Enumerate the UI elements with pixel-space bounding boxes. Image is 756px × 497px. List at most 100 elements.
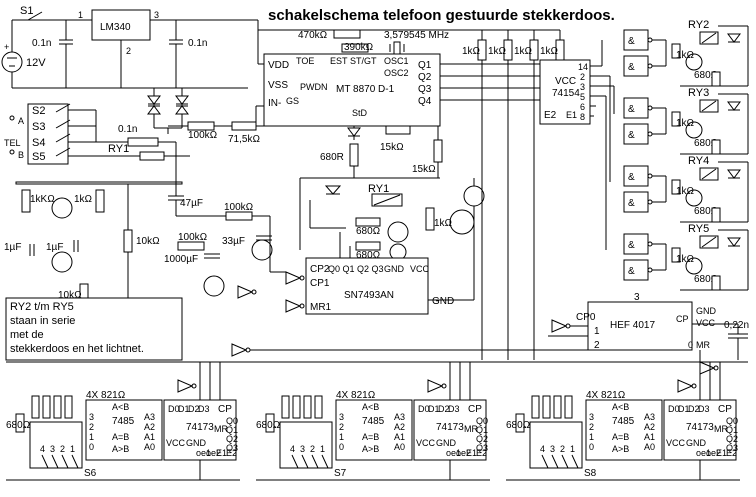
and-gate-label: & [628, 240, 635, 251]
latch-pin-d: D3 [698, 404, 710, 414]
note-line-4: stekkerdoos en het lichtnet. [10, 343, 144, 355]
resistor-680-relay [711, 207, 721, 223]
latch-body [413, 399, 487, 461]
switch-s5-label: S5 [32, 151, 45, 163]
resistor-array-element [314, 395, 323, 419]
resistor-1k-relay [671, 179, 681, 195]
transistor-symbol [387, 221, 409, 243]
mt8870-osc1: OSC1 [384, 56, 409, 66]
resistor-array-element [303, 395, 312, 419]
schematic-title: schakelschema telefoon gestuurde stekker… [268, 7, 615, 24]
hef4017-p2: 2 [594, 340, 600, 351]
resistor-array-element [292, 395, 301, 419]
comparator-pin-a: A0 [394, 442, 405, 452]
relay-label: RY3 [688, 87, 709, 99]
comparator-pin-b: 3 [589, 412, 594, 422]
switch-s3-label: S3 [32, 121, 45, 133]
resistor-680-relay [711, 275, 721, 291]
note-line-1: RY2 t/m RY5 [10, 301, 74, 313]
mt8870-toe: TOE [296, 56, 314, 66]
comparator-out-gt: A>B [112, 444, 129, 454]
pullup-resistors: 1kΩ 1kΩ 1kΩ 1kΩ [462, 30, 565, 360]
relay-label: RY4 [688, 155, 709, 167]
dip-switch-pin: 4 [540, 444, 545, 454]
resistor-10k-osc-label: 10kΩ [58, 290, 82, 301]
relay-ry1-coil-label: RY1 [368, 183, 389, 195]
comparator-label: 7485 [612, 416, 635, 427]
lm340-pin2: 2 [126, 46, 131, 56]
hef4017-gnd: GND [696, 306, 717, 316]
comparator-pin-a: A1 [644, 432, 655, 442]
latch-pin-q: Q2 [476, 434, 488, 444]
resistor-1k-b-label: 1kΩ [514, 46, 532, 57]
lm340-body [91, 9, 151, 41]
ic-74154-pin-5: 5 [580, 92, 585, 102]
comparator-pin-a: A1 [394, 432, 405, 442]
hef4017-o0: 0 [688, 340, 693, 350]
inverter-bubble [713, 365, 719, 371]
dip-switch-lever [541, 454, 549, 469]
regulator-caps: 0.1n 0.1n [32, 20, 207, 88]
resistor-680-relay [711, 71, 721, 87]
mt8870-q4: Q4 [418, 96, 432, 107]
mt8870-vdd: VDD [268, 60, 289, 71]
resistor-680r-label: 680R [320, 152, 344, 163]
resistor-1k-relay [671, 111, 681, 127]
transistor-symbol [685, 257, 703, 275]
mt8870-gs: GS [286, 96, 299, 106]
relay-ry1-coil-mark [373, 194, 401, 206]
relay-ry1-label: RY1 [108, 143, 129, 155]
ic-74154-pin-8: 8 [580, 112, 585, 122]
comparator-pin-b: 2 [339, 422, 344, 432]
cap-1uf-a-label: 1µF [4, 242, 21, 253]
diode-symbol [147, 95, 161, 105]
inverter-symbol [231, 343, 248, 357]
dip-switch-pin: 4 [290, 444, 295, 454]
latch-mr: MR [714, 424, 728, 434]
note-line-2: staan in serie [10, 315, 75, 327]
comparator-out-lt: A<B [612, 402, 629, 412]
latch-pin-d: D1 [678, 404, 690, 414]
dip-switch-lever [321, 454, 329, 469]
osc-top-wire [15, 181, 183, 185]
and-gate-label: & [628, 104, 635, 115]
resistor-1k-c-label: 1kΩ [540, 46, 558, 57]
dip-switch-pin: 4 [40, 444, 45, 454]
latch-pin-q: Q0 [476, 416, 488, 426]
resistor-680-relay-label: 680Ω [694, 206, 718, 217]
line-b-label: B [18, 150, 24, 160]
transistor-symbol [685, 121, 703, 139]
resistor-1k-osc-label: 1kΩ [74, 194, 92, 205]
comparator-body [85, 399, 163, 461]
ic-74154-e1: E1 [566, 110, 577, 120]
lm340-pin3: 3 [154, 10, 159, 20]
resistor-71k5-label: 71,5kΩ [228, 134, 260, 145]
dip-switch-body [29, 421, 83, 469]
resistor-680r [349, 143, 359, 167]
comparator-label: 7485 [362, 416, 385, 427]
comparator-pin-a: A2 [394, 422, 405, 432]
diode-symbol [147, 105, 161, 115]
ic-74154-vcc: VCC [555, 76, 576, 87]
ic-74154-label: 74154 [552, 88, 580, 99]
comparator-pin-a: A3 [394, 412, 405, 422]
hef4017-cp: CP [676, 314, 689, 324]
resistor-10k-b-label: 10kΩ [136, 236, 160, 247]
sn7493-cp1: CP1 [310, 278, 330, 289]
lm340-pin1: 1 [78, 10, 83, 20]
switch-s1-lever [27, 11, 43, 21]
diode-symbol [175, 105, 189, 115]
resistor-array-element [53, 395, 62, 419]
mt8870-q1: Q1 [418, 60, 432, 71]
sn7493-mr1: MR1 [310, 302, 332, 313]
latch-cp: CP [468, 404, 482, 415]
ic-74154: VCC 74154 E2 E1 14 2 3 5 6 8 [539, 40, 615, 250]
resistor-1k-osc [95, 189, 105, 213]
gate-bubble [647, 63, 653, 69]
switch-contact [55, 103, 71, 113]
resistor-15k-b [433, 139, 443, 163]
